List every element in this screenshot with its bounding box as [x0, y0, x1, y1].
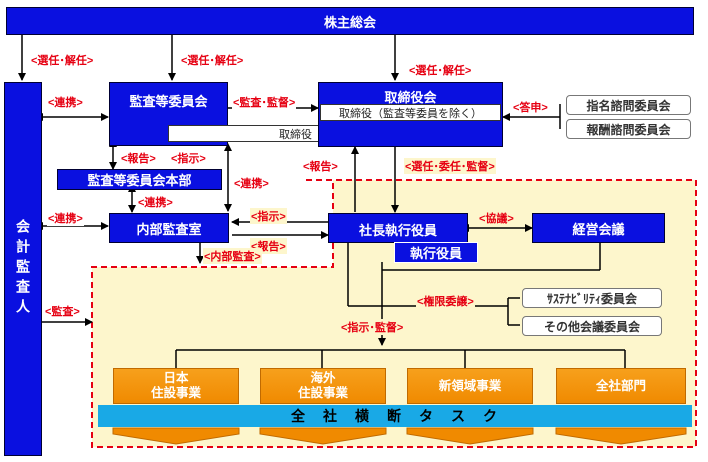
president-label: 社長執行役員: [358, 223, 437, 238]
board-director-bar: 取締役（監査等委員を除く）: [320, 104, 501, 121]
compensation-committee: 報酬諮問委員会: [566, 119, 691, 139]
label-link-auditor-internal: <連携>: [47, 210, 84, 226]
executive-officers: 執行役員: [394, 242, 478, 263]
audit-committee-label: 監査等委員会: [129, 94, 208, 109]
division-corporate-label: 全社部門: [595, 378, 646, 393]
label-elect-auditor: <選任･解任>: [30, 52, 95, 68]
shareholders-meeting: 株主総会: [6, 7, 694, 35]
division-overseas-housing-label: 海外 住設事業: [297, 371, 348, 400]
label-link-committee-internal: <連携>: [233, 175, 270, 191]
audit-committee-hq: 監査等委員会本部: [57, 169, 222, 190]
label-report-hq: <報告>: [120, 150, 157, 166]
label-audit: <監査>: [44, 303, 81, 319]
cross-company-task-label: 全 社 横 断 タ ス ク: [291, 408, 499, 424]
accounting-auditor-label: 会計監査人: [15, 219, 31, 319]
label-consult: <協議>: [478, 210, 515, 226]
label-instruct-supervise: <指示･監督>: [340, 319, 405, 335]
label-link-auditor-committee: <連携>: [47, 94, 84, 110]
board-label: 取締役会: [384, 90, 437, 105]
division-new-business-label: 新領域事業: [438, 378, 502, 393]
division-corporate: 全社部門: [556, 368, 686, 404]
label-delegate-authority: <権限委譲>: [416, 293, 475, 309]
division-japan-housing: 日本 住設事業: [113, 368, 239, 404]
sustainability-committee: ｻｽﾃﾅﾋﾞﾘﾃｨ委員会: [522, 288, 662, 308]
division-japan-housing-label: 日本 住設事業: [150, 371, 201, 400]
division-new-business: 新領域事業: [407, 368, 533, 404]
label-internal-audit: <内部監査>: [203, 248, 262, 264]
label-audit-supervise: <監査･監督>: [232, 94, 297, 110]
other-committees: その他会議委員会: [522, 316, 662, 336]
label-report-board: <報告>: [302, 158, 339, 174]
label-elect-audit-committee: <選任･解任>: [180, 52, 245, 68]
internal-audit-office: 内部監査室: [109, 213, 229, 243]
division-overseas-housing: 海外 住設事業: [260, 368, 386, 404]
label-instruct-hq: <指示>: [170, 150, 207, 166]
label-instruct-internal: <指示>: [250, 208, 287, 224]
management-meeting: 経営会議: [532, 213, 665, 243]
label-answer: <答申>: [512, 99, 549, 115]
nomination-committee: 指名諮問委員会: [566, 95, 691, 115]
label-link-hq-internal: <連携>: [137, 194, 174, 210]
cross-company-task-bar: 全 社 横 断 タ ス ク: [98, 405, 692, 427]
label-elect-board: <選任･解任>: [408, 62, 473, 78]
accounting-auditor: 会計監査人: [4, 82, 42, 456]
label-elect-delegate-supervise: <選任･委任･監督>: [404, 158, 496, 174]
